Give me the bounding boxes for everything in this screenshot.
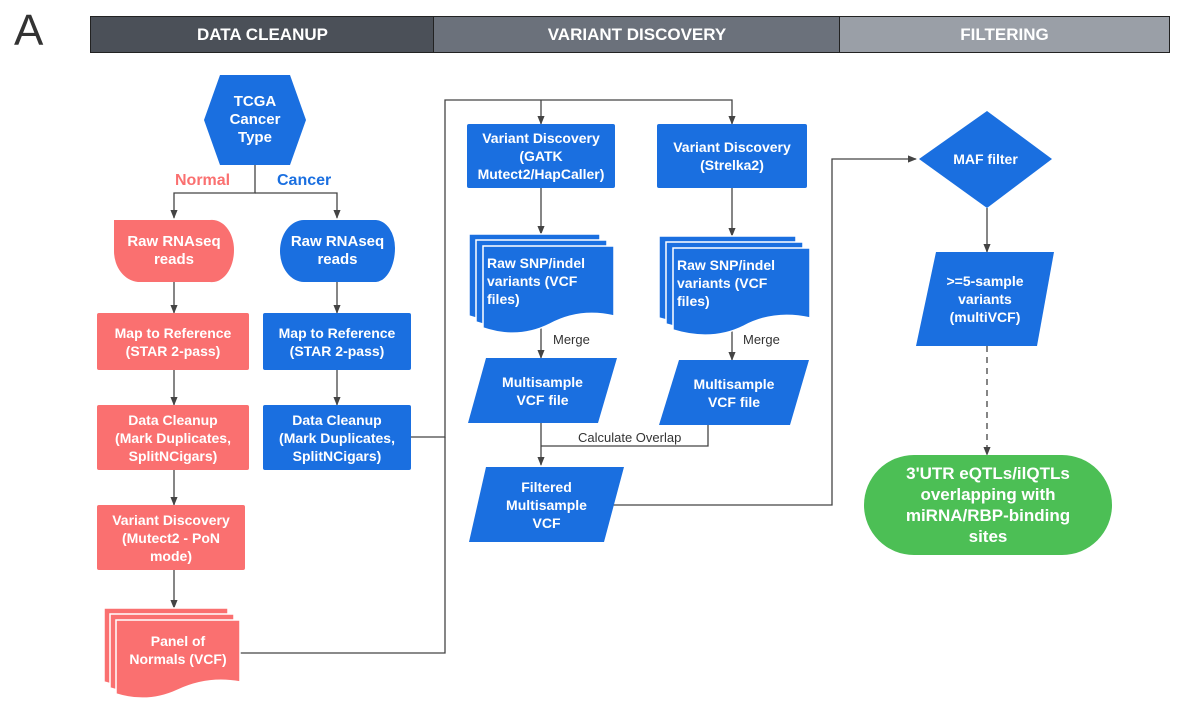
pon-node <box>103 607 241 699</box>
panel-label: A <box>14 6 44 55</box>
edge-tcga-cancer <box>255 192 341 219</box>
strelka-multisample-label: Multisample VCF file <box>693 375 775 410</box>
gatk-raw-variants-node <box>468 233 615 334</box>
gatk-multisample-node <box>468 358 617 423</box>
edge-overlap <box>541 425 709 447</box>
cancer-map-label: Map to Reference (STAR 2-pass) <box>278 324 396 359</box>
normal-raw-reads-node <box>113 219 235 283</box>
cancer-cleanup-node <box>263 405 411 470</box>
five-sample-label: >=5-sample variants (multiVCF) <box>946 273 1024 325</box>
filtered-vcf-node <box>469 467 624 542</box>
strelka-variant-label: Variant Discovery (Strelka2) <box>673 139 791 173</box>
edge-cleanup-to-vd <box>410 99 736 438</box>
pon-label: Panel of Normals (VCF) <box>129 633 227 667</box>
cancer-raw-reads-node <box>280 220 396 282</box>
normal-map-label: Map to Reference (STAR 2-pass) <box>114 324 232 359</box>
final-output-node <box>864 455 1112 555</box>
cancer-branch-label: Cancer <box>277 172 332 189</box>
normal-branch-label: Normal <box>175 172 231 189</box>
maf-filter-node <box>919 111 1052 208</box>
merge-label-gatk: Merge <box>553 332 590 347</box>
strelka-variant-node <box>657 124 807 188</box>
gatk-multisample-label: Multisample VCF file <box>502 373 583 408</box>
edge-tcga-branch <box>170 165 256 219</box>
maf-filter-label: MAF filter <box>953 151 1018 167</box>
cancer-cleanup-label: Data Cleanup (Mark Duplicates, SplitNCig… <box>279 411 395 464</box>
connectors <box>170 99 991 654</box>
normal-cleanup-label: Data Cleanup (Mark Duplicates, SplitNCig… <box>115 411 231 464</box>
gatk-raw-label: Raw SNP/indel variants (VCF files) <box>487 255 586 307</box>
final-output-label: 3'UTR eQTLs/ilQTLs overlapping with miRN… <box>905 464 1071 546</box>
merge-label-strelka: Merge <box>743 332 780 347</box>
tcga-label: TCGA Cancer Type <box>229 93 281 146</box>
header-filtering: FILTERING <box>839 16 1170 53</box>
header-data-cleanup: DATA CLEANUP <box>90 16 435 53</box>
filtered-vcf-label: Filtered Multisample VCF <box>506 478 587 531</box>
tcga-cancer-type-node <box>204 75 306 165</box>
cancer-map-node <box>263 313 411 370</box>
gatk-variant-node <box>467 124 615 188</box>
cancer-reads-label: Raw RNAseq reads <box>290 233 385 268</box>
normal-reads-label: Raw RNAseq reads <box>127 233 221 268</box>
normal-map-node <box>97 313 249 370</box>
edge-pon-to-vd <box>240 437 446 654</box>
strelka-raw-label: Raw SNP/indel variants (VCF files) <box>677 257 776 309</box>
normal-variant-label: Variant Discovery (Mutect2 - PoN mode) <box>112 511 230 564</box>
edge-filtered-maf <box>607 155 917 506</box>
gatk-variant-label: Variant Discovery (GATK Mutect2/HapCalle… <box>477 130 605 182</box>
five-sample-node <box>916 252 1054 346</box>
strelka-multisample-node <box>659 360 809 425</box>
strelka-raw-variants-node <box>658 235 811 336</box>
normal-variant-node <box>97 505 245 570</box>
normal-cleanup-node <box>97 405 249 470</box>
overlap-label: Calculate Overlap <box>578 430 682 445</box>
